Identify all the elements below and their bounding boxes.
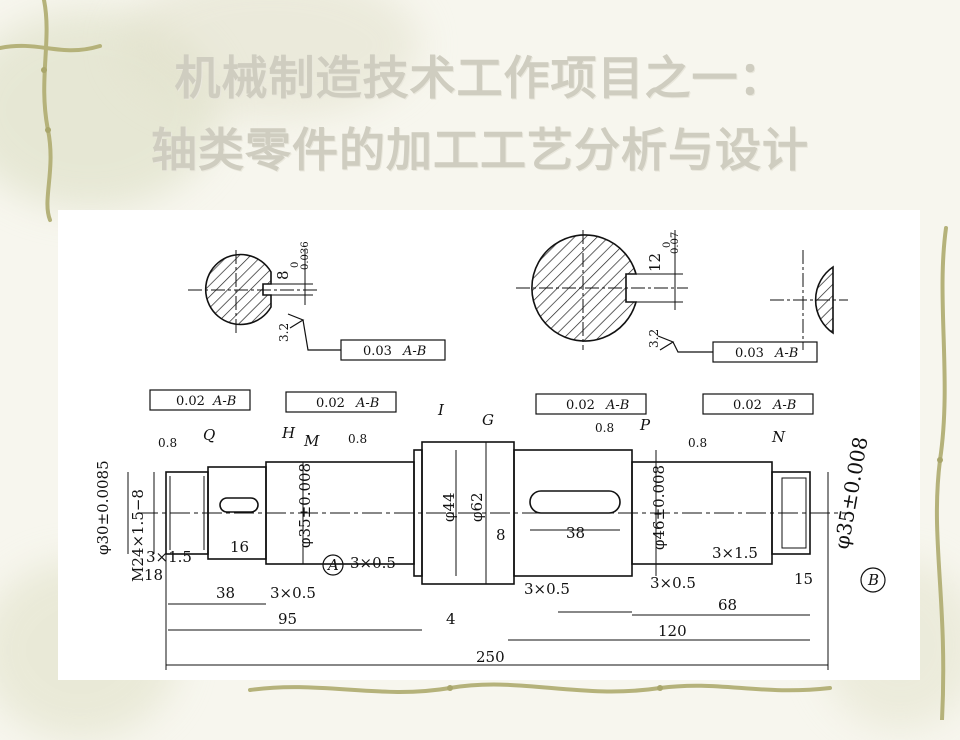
dim-3x1-5-right: 3×1.5 <box>712 544 758 562</box>
datum-a: A <box>326 556 339 574</box>
fcf-symmetry-1-datum: A-B <box>402 344 426 359</box>
roughness-1: 0.8 <box>158 436 177 450</box>
section-view-middle <box>516 230 713 353</box>
section-right-roughness: 3.2 <box>647 329 661 348</box>
roughness-2: 0.8 <box>348 432 367 446</box>
fcf-runout-2-datum: A-B <box>355 396 379 411</box>
dim-3x0-5-c: 3×0.5 <box>524 580 570 598</box>
shaft-outline <box>138 441 848 585</box>
dim-3x0-5-d: 3×0.5 <box>650 574 696 592</box>
dim-gap8: 8 <box>496 526 506 544</box>
dim-38: 38 <box>216 584 235 602</box>
section-left-tol-upper: 0 <box>290 262 301 268</box>
label-p: P <box>639 416 651 434</box>
section-view-left <box>188 250 341 351</box>
dim-d35: φ35±0.008 <box>296 463 314 548</box>
dim-d35-right: φ35±0.008 <box>829 435 872 551</box>
fcf-runout-3-tol: 0.02 <box>566 398 595 413</box>
slide-title-line2: 轴类零件的加工工艺分析与设计 <box>151 123 809 177</box>
section-left-tol-lower: 0.036 <box>300 241 311 270</box>
dim-15: 15 <box>794 570 813 588</box>
dim-95: 95 <box>278 610 297 628</box>
shaft-drawing: 8 0 0.036 3.2 12 0 0.07 3.2 0.03 A-B 0.0… <box>94 230 886 670</box>
label-n: N <box>771 428 786 446</box>
vine-decoration <box>0 0 948 720</box>
dim-68: 68 <box>718 596 737 614</box>
datum-b-circle <box>860 567 886 593</box>
section-view-right <box>770 250 848 350</box>
fcf-runout-4-tol: 0.02 <box>733 398 762 413</box>
fcf-runout-3-datum: A-B <box>605 398 629 413</box>
background-blotch <box>120 0 420 120</box>
slide-title-line1: 机械制造技术工作项目之一： <box>174 51 786 105</box>
roughness-4: 0.8 <box>688 436 707 450</box>
fcf-runout-1-tol: 0.02 <box>176 394 205 409</box>
section-left-dim: 8 <box>274 270 292 280</box>
fcf-symmetry-2-tol: 0.03 <box>735 346 764 361</box>
dim-250: 250 <box>476 648 505 666</box>
dim-d44: φ44 <box>440 492 458 522</box>
label-h: H <box>281 424 296 442</box>
dim-d62: φ62 <box>468 492 486 522</box>
feature-control-frames <box>149 339 818 415</box>
label-g: G <box>482 411 494 429</box>
label-m: M <box>303 432 320 450</box>
dim-d46: φ46±0.008 <box>650 465 668 550</box>
dim-4: 4 <box>446 610 456 628</box>
dim-3x0-5-a: 3×0.5 <box>350 554 396 572</box>
section-right-dim: 12 <box>646 253 664 272</box>
label-q: Q <box>203 426 215 444</box>
section-left-roughness: 3.2 <box>277 323 291 342</box>
section-right-tol-lower: 0.07 <box>670 232 681 254</box>
engineering-drawing-panel: 8 0 0.036 3.2 12 0 0.07 3.2 0.03 A-B 0.0… <box>58 210 920 680</box>
datum-a-circle <box>322 554 344 576</box>
dim-16: 16 <box>230 538 249 556</box>
fcf-runout-4-datum: A-B <box>772 398 796 413</box>
dim-key-len: 38 <box>566 524 585 542</box>
fcf-runout-1-datum: A-B <box>212 394 236 409</box>
dim-120: 120 <box>658 622 687 640</box>
dim-3x1-5-left: 3×1.5 <box>146 548 192 566</box>
fcf-runout-2-tol: 0.02 <box>316 396 345 411</box>
fcf-symmetry-1-tol: 0.03 <box>363 344 392 359</box>
dim-3x0-5-b: 3×0.5 <box>270 584 316 602</box>
section-right-tol-upper: 0 <box>662 242 673 248</box>
dim-18: 18 <box>144 566 163 584</box>
label-i: I <box>437 401 445 419</box>
roughness-3: 0.8 <box>595 421 614 435</box>
dimension-lines <box>127 442 829 670</box>
datum-b: B <box>867 571 879 589</box>
fcf-symmetry-2-datum: A-B <box>774 346 798 361</box>
dim-d30: φ30±0.0085 <box>94 460 112 555</box>
dim-thread: M24×1.5−8 <box>129 489 147 582</box>
